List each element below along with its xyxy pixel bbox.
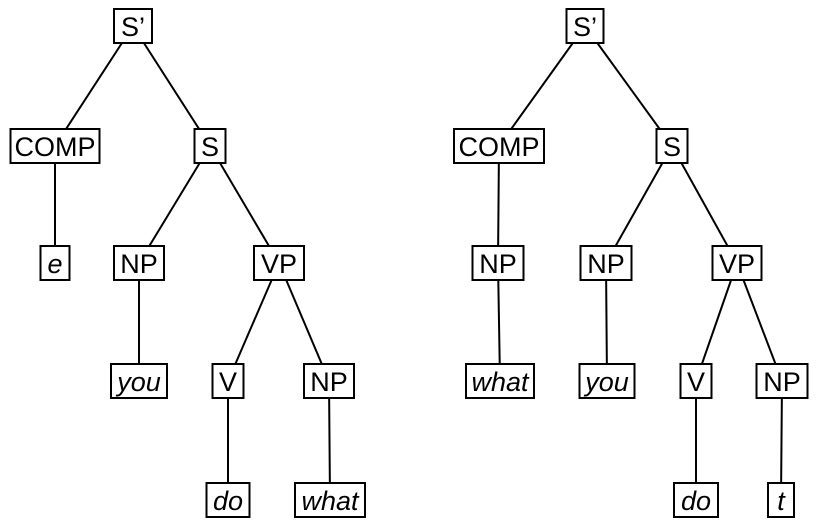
node-label: do — [681, 486, 711, 516]
node-box — [578, 363, 636, 399]
edge-s-vp — [671, 145, 738, 264]
right-tree-node-np-subj: NP — [579, 245, 633, 281]
node-box — [673, 482, 719, 518]
node-box — [465, 363, 535, 399]
node-box — [193, 128, 227, 164]
left-tree-node-comp: COMP — [9, 128, 101, 164]
left-tree-node-np-obj: NP — [303, 363, 355, 399]
node-label: S — [663, 132, 681, 162]
node-box — [565, 8, 605, 44]
node-label: NP — [763, 367, 801, 397]
node-box — [453, 128, 545, 164]
edge-s-np-subj — [605, 145, 673, 264]
edge-vp-v — [227, 262, 280, 382]
node-label: S — [201, 132, 219, 162]
node-box — [9, 128, 101, 164]
right-tree: S’ COMP S NP NP VP what you V NP do t — [453, 8, 809, 518]
node-box — [253, 245, 305, 281]
node-box — [655, 128, 689, 164]
left-tree-node-vp: VP — [253, 245, 305, 281]
edge-s-np-subj — [138, 145, 211, 264]
edge-vp-np-obj — [736, 262, 783, 382]
edge-s-bar-s — [132, 25, 211, 147]
node-box — [711, 245, 763, 281]
node-label: NP — [310, 367, 348, 397]
left-tree-node-what: what — [294, 482, 366, 518]
right-tree-node-do: do — [673, 482, 719, 518]
node-box — [679, 363, 713, 399]
edge-s-vp — [209, 145, 280, 264]
node-label: VP — [719, 249, 755, 279]
node-box — [294, 482, 366, 518]
edge-comp-np-comp — [497, 145, 500, 264]
node-box — [113, 245, 165, 281]
left-tree-node-np-subj: NP — [113, 245, 165, 281]
node-label: do — [213, 486, 243, 516]
right-tree-node-s: S — [655, 128, 689, 164]
node-label: COMP — [459, 132, 540, 162]
node-label: NP — [120, 249, 158, 279]
edge-np-obj-what — [328, 380, 331, 501]
node-box — [205, 482, 251, 518]
node-box — [767, 482, 795, 518]
right-tree-node-s-bar: S’ — [565, 8, 605, 44]
right-tree-node-you: you — [578, 363, 636, 399]
node-box — [39, 245, 71, 281]
edge-s-bar-s — [584, 25, 673, 147]
node-box — [471, 245, 525, 281]
edge-s-bar-comp — [54, 25, 134, 147]
left-tree-node-e: e — [39, 245, 71, 281]
node-label: NP — [587, 249, 625, 279]
left-tree-node-v: V — [211, 363, 245, 399]
right-tree-node-vp: VP — [711, 245, 763, 281]
edge-s-bar-comp — [498, 25, 586, 147]
node-label: S’ — [121, 12, 145, 42]
right-tree-node-what: what — [465, 363, 535, 399]
node-label: NP — [479, 249, 517, 279]
node-label: V — [687, 367, 705, 397]
left-tree-node-s: S — [193, 128, 227, 164]
node-box — [579, 245, 633, 281]
edge-np-subj-you — [605, 262, 608, 382]
node-label: you — [115, 367, 161, 397]
node-box — [755, 363, 809, 399]
node-box — [211, 363, 245, 399]
node-label: COMP — [15, 132, 96, 162]
node-box — [110, 363, 168, 399]
right-tree-node-np-comp: NP — [471, 245, 525, 281]
node-label: e — [47, 249, 62, 279]
right-tree-node-np-obj: NP — [755, 363, 809, 399]
node-label: S’ — [573, 12, 597, 42]
node-box — [113, 8, 153, 44]
node-label: you — [583, 367, 629, 397]
left-tree-node-s-bar: S’ — [113, 8, 153, 44]
node-label: what — [471, 367, 530, 397]
node-label: VP — [261, 249, 297, 279]
right-tree-node-t: t — [767, 482, 795, 518]
edge-vp-np-obj — [278, 262, 330, 382]
left-tree-node-do: do — [205, 482, 251, 518]
edge-np-comp-what — [497, 262, 501, 382]
node-label: V — [219, 367, 237, 397]
right-tree-node-v: V — [679, 363, 713, 399]
node-label: t — [777, 486, 786, 516]
edge-np-obj-t — [780, 380, 783, 501]
edge-vp-v — [695, 262, 738, 382]
left-tree-node-you: you — [110, 363, 168, 399]
node-label: what — [301, 486, 360, 516]
right-tree-node-comp: COMP — [453, 128, 545, 164]
node-box — [303, 363, 355, 399]
